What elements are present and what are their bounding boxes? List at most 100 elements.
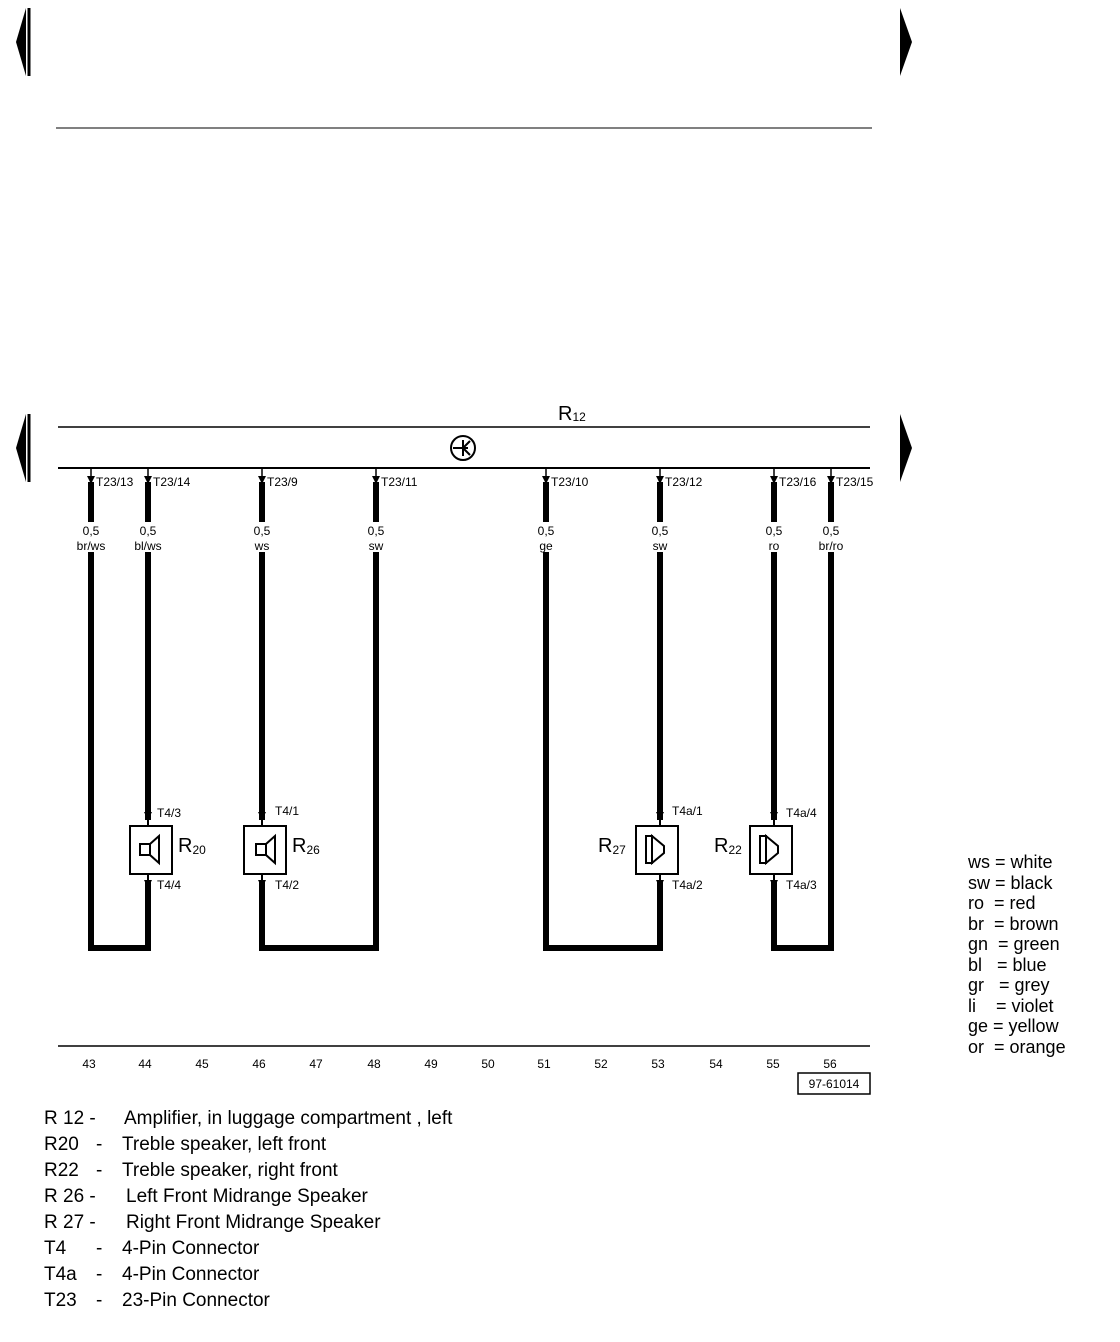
legend-abbr: gr bbox=[968, 975, 985, 995]
wire-color: ws bbox=[254, 539, 270, 553]
key-code: R 12 - bbox=[44, 1108, 96, 1129]
track-number: 49 bbox=[424, 1057, 438, 1071]
legend-abbr: bl bbox=[968, 954, 983, 975]
connector-pin: T23/10 bbox=[542, 468, 589, 489]
legend-abbr: or bbox=[968, 1036, 985, 1057]
track-number: 48 bbox=[367, 1057, 381, 1071]
wire-gauge: 0,5 bbox=[83, 524, 100, 538]
connector-pins: T23/13 T23/14 T23/9 T23/11 T23/10 T23/12… bbox=[87, 468, 874, 489]
wire-color: sw bbox=[653, 539, 668, 553]
speaker-pin-top: T4a/1 bbox=[672, 804, 703, 818]
amplifier-label: R12 bbox=[558, 403, 586, 425]
legend-abbr: ro bbox=[968, 893, 985, 913]
wire-color: br/ro bbox=[819, 539, 844, 553]
wire-gauge: 0,5 bbox=[823, 524, 840, 538]
connector-pin: T23/11 bbox=[372, 468, 418, 489]
key-desc: 4-Pin Connector bbox=[122, 1238, 260, 1259]
connector-pin: T23/14 bbox=[144, 468, 191, 489]
track-number: 47 bbox=[309, 1057, 323, 1071]
key-desc: 23-Pin Connector bbox=[122, 1290, 270, 1311]
legend-name: white bbox=[1010, 852, 1053, 872]
next-page-arrow-icon[interactable] bbox=[900, 8, 912, 76]
legend-name: grey bbox=[1014, 975, 1050, 995]
wire-color: sw bbox=[369, 539, 384, 553]
wire-harness bbox=[88, 482, 834, 951]
key-desc: Amplifier, in luggage compartment , left bbox=[124, 1108, 453, 1129]
legend-row: or = orange bbox=[968, 1036, 1066, 1057]
speaker-pin-top: T4/1 bbox=[275, 804, 299, 818]
legend-abbr: gn bbox=[968, 934, 989, 954]
track-numbers: 43 44 45 46 47 48 49 50 51 52 53 54 55 5… bbox=[82, 1057, 837, 1071]
track-number: 43 bbox=[82, 1057, 96, 1071]
legend-abbr: li bbox=[968, 995, 976, 1016]
key-dash: - bbox=[96, 1290, 103, 1311]
wire-gauge: 0,5 bbox=[538, 524, 555, 538]
speaker-icon bbox=[645, 833, 665, 866]
speaker-r26: T4/1 T4/2 R26 bbox=[243, 804, 320, 892]
key-code: R22 bbox=[44, 1160, 79, 1181]
speaker-icon bbox=[255, 833, 276, 866]
figure-id: 97-61014 bbox=[809, 1077, 860, 1091]
connector-pin: T23/16 bbox=[770, 468, 817, 489]
speaker-r20: T4/3 T4/4 R20 bbox=[129, 806, 206, 892]
connector-pin: T23/12 bbox=[656, 468, 703, 489]
legend-row: bl = blue bbox=[968, 954, 1047, 975]
wire-ge bbox=[543, 482, 663, 951]
wire-br-ro bbox=[771, 482, 834, 951]
speaker-label: R27 bbox=[598, 835, 626, 857]
key-code: T4 bbox=[44, 1238, 67, 1259]
wire-gauge: 0,5 bbox=[140, 524, 157, 538]
key-code: R 27 - bbox=[44, 1212, 96, 1233]
wire-color: ge bbox=[539, 539, 553, 553]
speaker-pin-top: T4a/4 bbox=[786, 806, 817, 820]
connector-label: T23/13 bbox=[96, 475, 134, 489]
legend-name: brown bbox=[1009, 913, 1059, 934]
legend-name: blue bbox=[1012, 954, 1047, 975]
wire-labels: 0,5 br/ws 0,5 bl/ws 0,5 ws 0,5 sw 0,5 ge… bbox=[72, 522, 852, 553]
connector-label: T23/10 bbox=[551, 475, 589, 489]
key-desc: Left Front Midrange Speaker bbox=[126, 1186, 368, 1207]
speaker-pin-bottom: T4/4 bbox=[157, 878, 181, 892]
speaker-label: R26 bbox=[292, 835, 320, 857]
track-number: 53 bbox=[651, 1057, 665, 1071]
legend-name: yellow bbox=[1008, 1016, 1059, 1036]
connector-pin: T23/15 bbox=[827, 468, 874, 489]
speaker-pin-bottom: T4a/2 bbox=[672, 878, 703, 892]
key-desc: 4-Pin Connector bbox=[122, 1264, 260, 1285]
wire-gauge: 0,5 bbox=[652, 524, 669, 538]
speaker-r27: T4a/1 T4a/2 R27 bbox=[598, 804, 703, 892]
key-code: R 26 - bbox=[44, 1186, 96, 1207]
key-code: T23 bbox=[44, 1290, 77, 1311]
legend-name: orange bbox=[1009, 1036, 1066, 1057]
key-dash: - bbox=[96, 1160, 103, 1181]
legend-row: gr = grey bbox=[968, 975, 1050, 995]
key-code: R20 bbox=[44, 1134, 79, 1155]
key-desc: Treble speaker, left front bbox=[122, 1134, 327, 1155]
legend-row: br = brown bbox=[968, 913, 1059, 934]
legend-row: li = violet bbox=[968, 995, 1054, 1016]
key-dash: - bbox=[96, 1134, 103, 1155]
speaker-label: R20 bbox=[178, 835, 206, 857]
track-number: 51 bbox=[537, 1057, 551, 1071]
figure-id-box bbox=[797, 1072, 871, 1095]
track-number: 56 bbox=[823, 1057, 837, 1071]
legend-row: gn = green bbox=[968, 934, 1060, 954]
key-desc: Right Front Midrange Speaker bbox=[126, 1212, 381, 1233]
prev-page-arrow-icon[interactable] bbox=[16, 8, 26, 76]
legend-abbr: sw bbox=[968, 872, 990, 893]
legend-abbr: ws bbox=[968, 852, 990, 872]
prev-section-arrow-icon[interactable] bbox=[16, 414, 26, 482]
connector-pin: T23/9 bbox=[258, 468, 298, 489]
track-number: 54 bbox=[709, 1057, 723, 1071]
track-number: 45 bbox=[195, 1057, 209, 1071]
wire-gauge: 0,5 bbox=[766, 524, 783, 538]
key-dash: - bbox=[96, 1264, 103, 1285]
connector-label: T23/15 bbox=[836, 475, 874, 489]
speaker-pin-top: T4/3 bbox=[157, 806, 181, 820]
next-section-arrow-icon[interactable] bbox=[900, 414, 912, 482]
legend-row: ge = yellow bbox=[968, 1016, 1059, 1036]
legend-row: ws = white bbox=[968, 852, 1053, 872]
legend-abbr: br bbox=[968, 913, 985, 934]
connector-label: T23/11 bbox=[381, 475, 418, 489]
